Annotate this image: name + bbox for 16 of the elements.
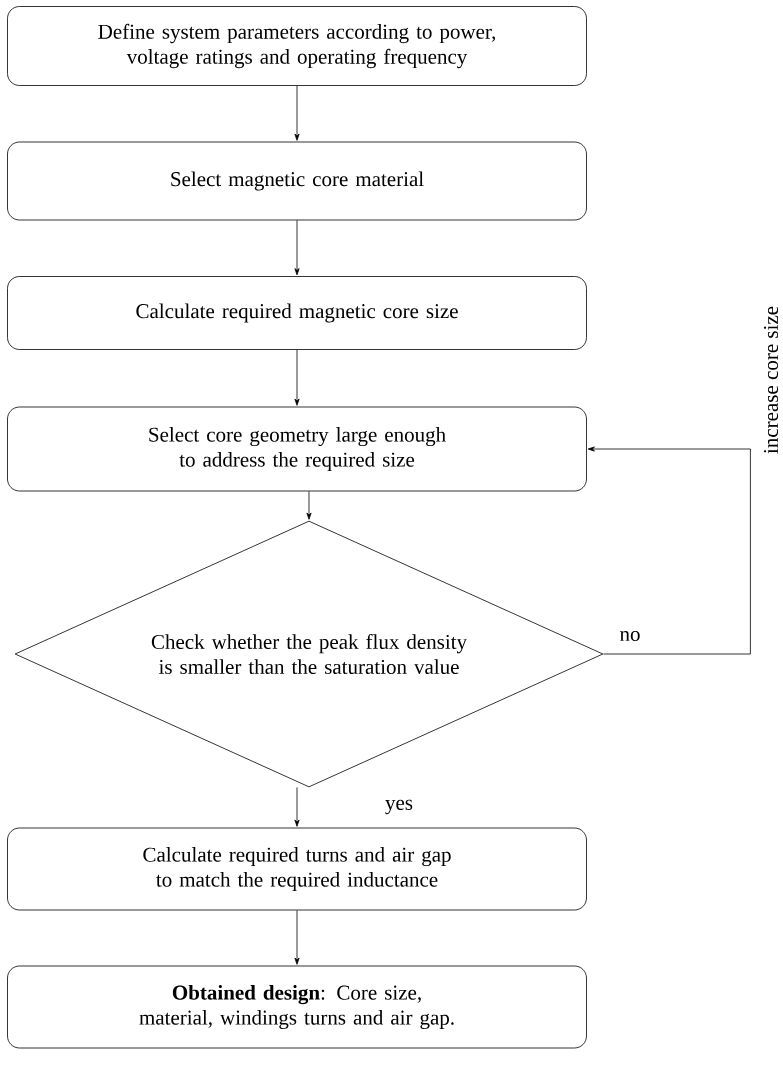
arrow [294,787,300,827]
process-box: Select core geometry large enough to address the required size [7,406,587,492]
process-box: Calculate required magnetic core size [7,276,587,350]
process-box: Calculate required turns and air gap to match the required inductance [7,827,587,911]
process-box: Define system parameters according to power, voltage ratings and operating frequency [7,6,587,86]
process-box: Select magnetic core material [7,141,587,221]
arrow [294,85,300,141]
arrow [587,446,751,655]
edge-label: no [618,629,642,643]
arrow [294,220,300,276]
process-box: Obtained design: Core size, material, windings turns and air gap. [7,965,587,1049]
arrow [294,910,300,965]
arrow [306,491,312,520]
edge-label: yes [384,798,414,816]
loop-label: increase core size [763,306,779,454]
arrow [294,349,300,406]
